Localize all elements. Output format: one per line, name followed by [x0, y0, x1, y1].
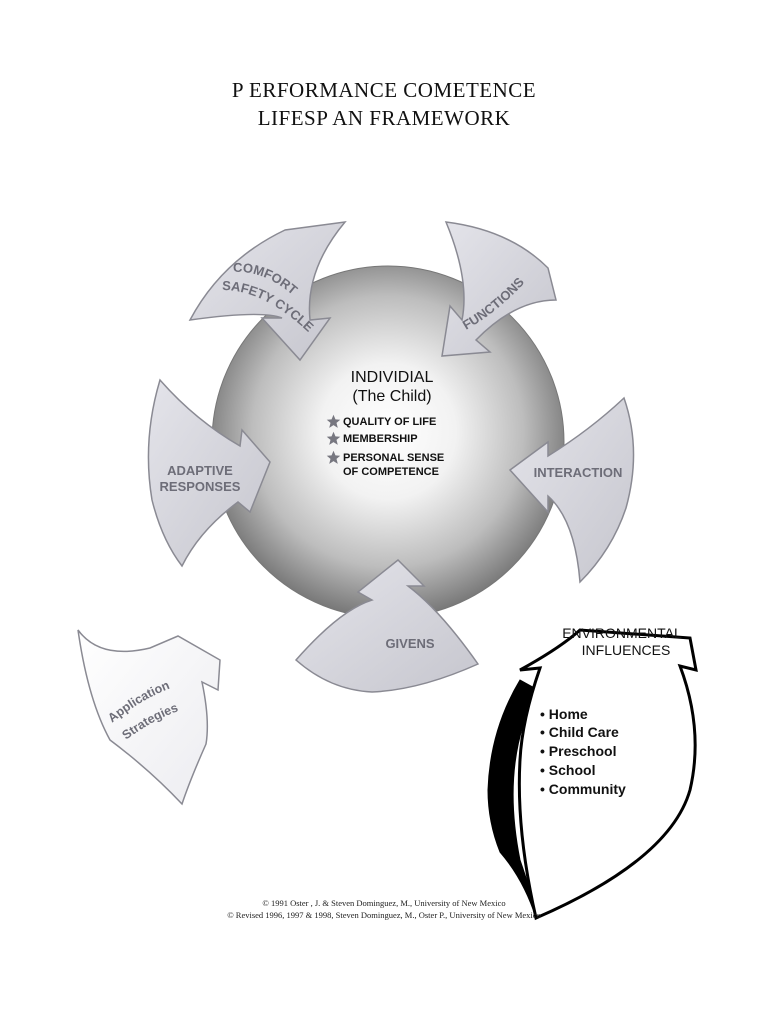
interaction-arrow — [508, 396, 635, 584]
application-strategies-arrow — [77, 629, 221, 806]
of-competence-item: OF COMPETENCE — [343, 466, 439, 478]
environment-shadow — [487, 679, 539, 919]
adaptive-label: ADAPTIVE — [167, 463, 233, 478]
env-item-child-care: • Child Care — [540, 724, 619, 740]
env-item-preschool: • Preschool — [540, 743, 616, 759]
responses-label: RESPONSES — [160, 479, 241, 494]
givens-arrow — [294, 558, 480, 693]
individual-heading: INDIVIDIAL — [351, 369, 434, 386]
functions-arrow — [441, 221, 557, 357]
personal-sense-item: PERSONAL SENSE — [343, 452, 444, 464]
comfort-safety-arrow — [188, 221, 347, 362]
env-item-school: • School — [540, 762, 595, 778]
interaction-label: INTERACTION — [534, 465, 623, 480]
child-subheading: (The Child) — [352, 388, 431, 405]
env-item-community: • Community — [540, 781, 626, 797]
givens-label: GIVENS — [385, 636, 434, 651]
environmental-label: ENVIRONMENTAL — [562, 625, 682, 641]
title-line-2: LIFESP AN FRAMEWORK — [257, 106, 511, 130]
copyright-line-1: © 1991 Oster , J. & Steven Dominguez, M.… — [262, 898, 506, 908]
title-line-1: P ERFORMANCE COMETENCE — [231, 78, 537, 102]
influences-label: INFLUENCES — [582, 642, 671, 658]
membership-item: MEMBERSHIP — [343, 433, 418, 445]
copyright-line-2: © Revised 1996, 1997 & 1998, Steven Domi… — [227, 910, 541, 920]
env-item-home: • Home — [540, 706, 588, 722]
adaptive-responses-arrow — [147, 378, 271, 568]
environment-shield — [517, 628, 698, 921]
quality-of-life-item: QUALITY OF LIFE — [343, 416, 436, 428]
